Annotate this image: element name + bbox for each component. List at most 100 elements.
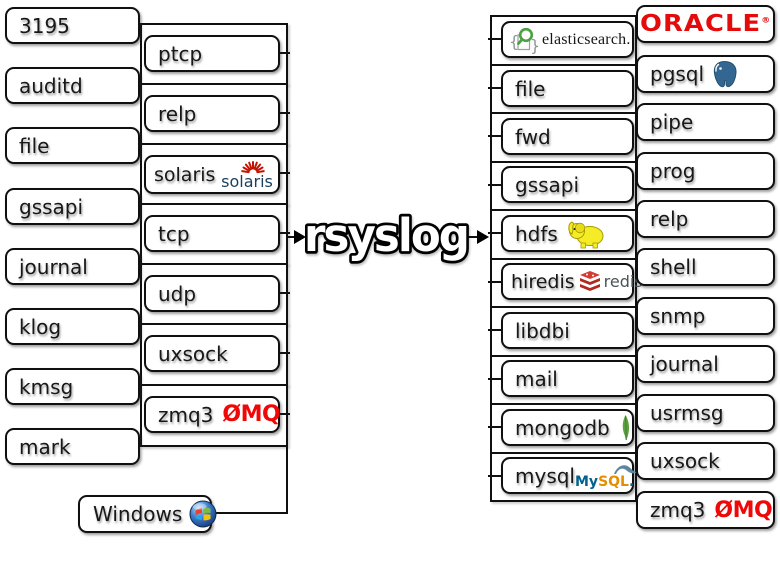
input-protocol-box-solaris: solaris solaris [144,155,280,194]
connector-stub [278,112,290,114]
target-label: shell [650,255,697,279]
output-box-gssapi: gssapi [501,166,634,203]
svg-text:}: } [530,36,539,54]
registered-mark: ® [761,15,772,25]
output-box-fwd: fwd [501,118,634,155]
svg-text:{: { [509,32,519,51]
output-label: hiredis [511,270,575,293]
arrow-into-rsyslog-head [294,230,306,244]
connector-stub [488,184,502,186]
connector-stub [488,329,502,331]
output-label: file [515,76,546,101]
protocol-label: solaris [154,163,216,186]
output-box-libdbi: libdbi [501,312,634,349]
rsyslog-logo: rsyslog [301,206,473,265]
output-target-box-zmq3: zmq3 ØMQ [636,491,775,529]
output-label: gssapi [515,172,580,197]
output-box-hdfs: hdfs [501,215,634,252]
output-target-box-shell: shell [636,248,775,286]
connector-stub [278,232,290,234]
target-label: pgsql [650,62,705,86]
output-box-file: file [501,70,634,107]
postgresql-elephant-icon [713,60,737,87]
protocol-label: tcp [158,221,190,246]
target-label: zmq3 [650,498,706,522]
target-label: journal [650,352,719,376]
connector-stub [488,232,502,234]
output-target-box-uxsock: uxsock [636,442,775,480]
connector-stub [488,87,502,89]
input-box-journal: journal [5,248,140,285]
input-protocol-box-ptcp: ptcp [144,35,280,72]
arrow-out-of-rsyslog-line [468,236,480,238]
output-target-box-relp: relp [636,200,775,238]
connector-stub [278,292,290,294]
output-box-mail: mail [501,360,634,397]
zeromq-wordmark: ØMQ [222,402,281,427]
redis-wordmark: redis [603,272,643,291]
redis-logo-icon [579,271,600,291]
input-box-auditd: auditd [5,67,140,104]
target-label: relp [650,207,689,231]
protocol-label: uxsock [158,341,228,366]
input-box-3195: 3195 [5,7,140,44]
target-label: prog [650,159,696,183]
mysql-logo-icon: MySQL. [575,464,638,489]
input-label: journal [19,254,88,279]
solaris-logo-icon: solaris [222,161,274,191]
input-protocol-box-udp: udp [144,275,280,312]
protocol-label: udp [158,281,197,306]
connector-stub [488,281,502,283]
output-box-mongodb: mongodb [501,409,634,446]
connector-stub [488,135,502,137]
output-target-box-journal: journal [636,345,775,383]
target-label: usrmsg [650,401,724,425]
connector-stub [278,413,290,415]
input-label: auditd [19,73,83,98]
output-target-box-pipe: pipe [636,103,775,141]
input-box-file: file [5,127,140,164]
zeromq-wordmark: ØMQ [714,497,773,523]
input-box-klog: klog [5,308,140,345]
hadoop-elephant-icon [568,220,604,248]
target-label: pipe [650,110,694,134]
output-target-box-pgsql: pgsql [636,55,775,93]
protocol-label: ptcp [158,41,203,66]
output-box-hiredis: hiredis redis [501,263,643,300]
mysql-dolphin-icon [614,464,638,474]
input-label: mark [19,434,71,459]
input-label: gssapi [19,194,84,219]
output-label: libdbi [515,318,570,343]
input-label: klog [19,314,62,339]
output-label: mongodb [515,415,610,440]
input-label: kmsg [19,374,74,399]
output-target-box-prog: prog [636,152,775,190]
output-target-box-usrmsg: usrmsg [636,394,775,432]
input-box-kmsg: kmsg [5,368,140,405]
output-target-box-oracle: ORACLE® [636,5,775,43]
input-label: 3195 [19,13,70,38]
mongodb-leaf-icon [622,414,629,440]
input-protocol-box-uxsock: uxsock [144,335,280,372]
protocol-label: zmq3 [158,402,214,427]
output-label: elasticsearch. [542,30,631,48]
windows-orb-icon [189,500,217,528]
svg-text:solaris: solaris [222,172,274,191]
output-label: hdfs [515,221,558,246]
arrow-into-rsyslog-line [288,236,298,238]
input-protocol-box-tcp: tcp [144,215,280,252]
arrow-out-of-rsyslog-head [477,230,489,244]
elasticsearch-logo-icon: { } [509,27,539,54]
input-box-mark: mark [5,428,140,465]
connector-stub [488,38,502,40]
protocol-label: relp [158,101,197,126]
input-label: Windows [93,502,183,526]
output-label: fwd [515,124,551,149]
input-protocol-box-zmq3: zmq3 ØMQ [144,396,281,433]
connector-stub [488,475,502,477]
connector-stub [488,426,502,428]
connector-line [211,512,288,514]
input-label: file [19,133,50,158]
output-target-box-snmp: snmp [636,297,775,335]
